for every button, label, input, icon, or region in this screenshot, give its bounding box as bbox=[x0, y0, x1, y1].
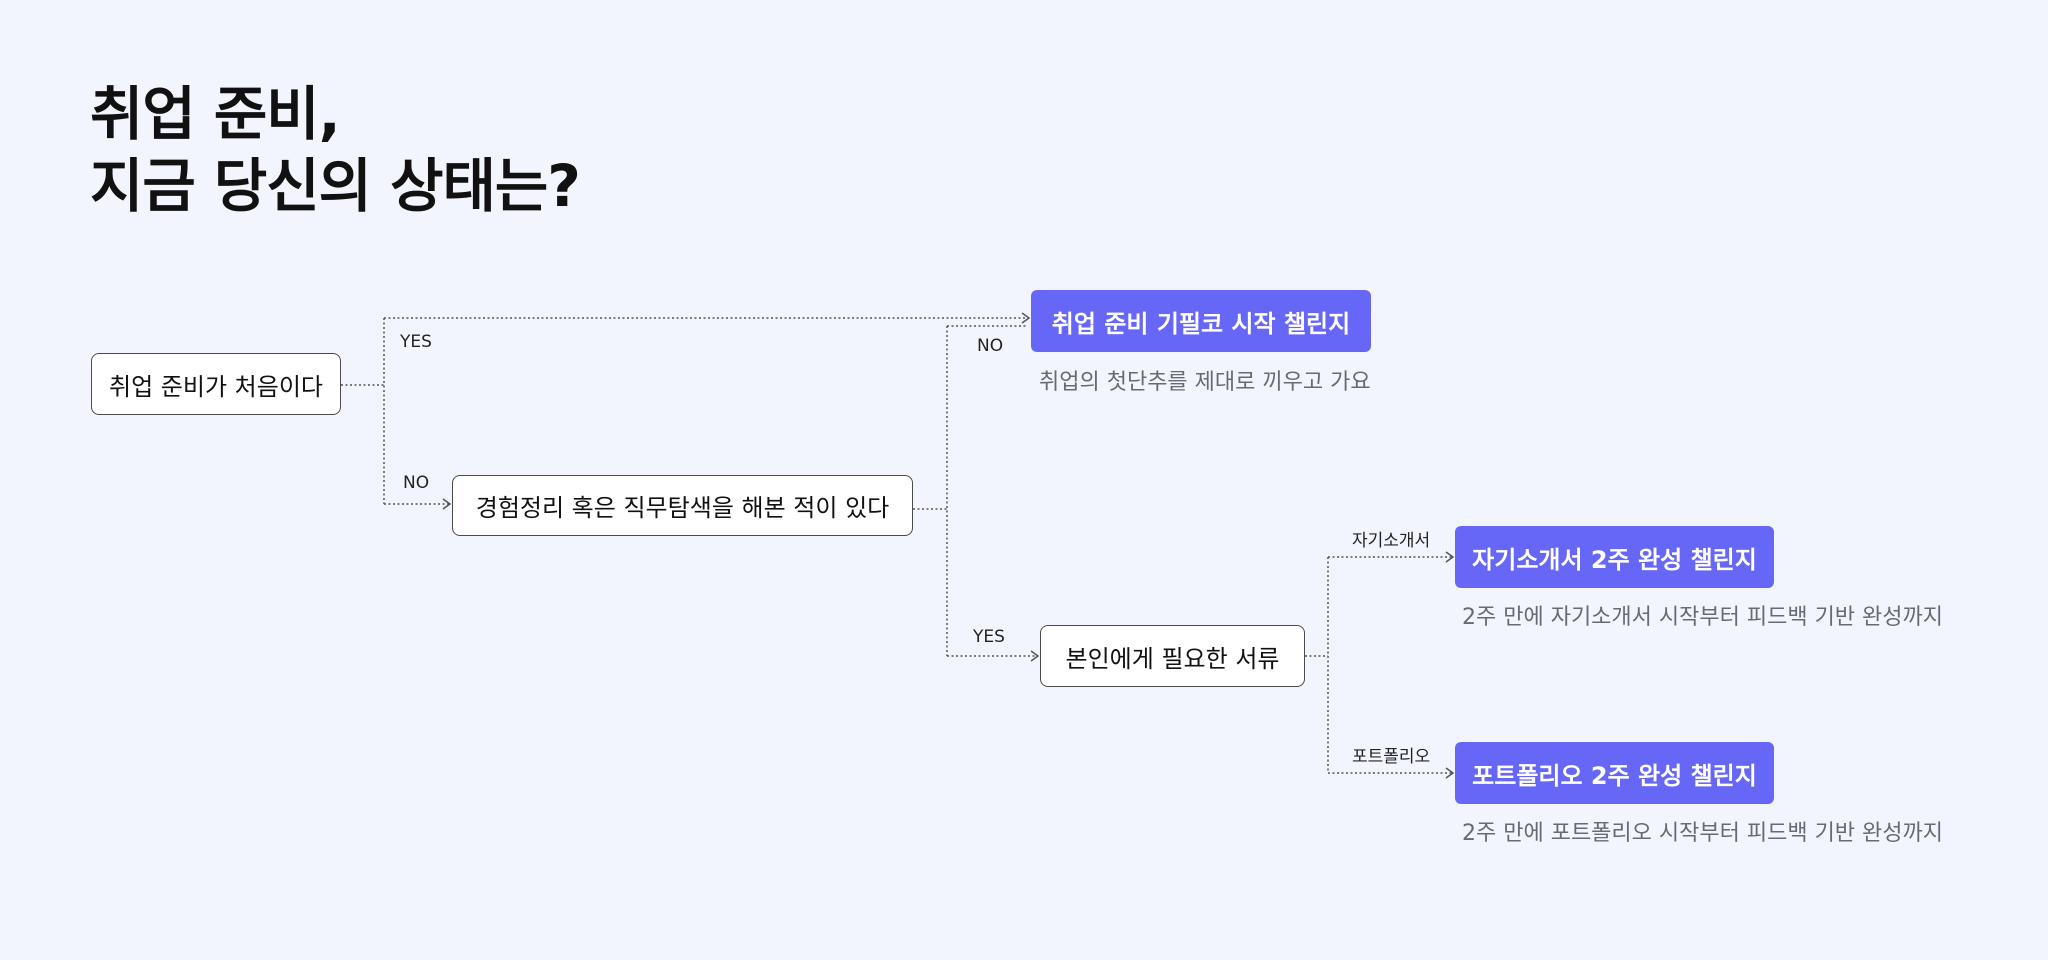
question-documents: 본인에게 필요한 서류 bbox=[1040, 625, 1305, 687]
result-basics: 취업 준비 기필코 시작 챌린지 bbox=[1031, 290, 1371, 352]
arrowhead-experience bbox=[442, 498, 452, 510]
result-portfolio-desc: 2주 만에 포트폴리오 시작부터 피드백 기반 완성까지 bbox=[1462, 821, 1943, 846]
arrowhead-documents bbox=[1030, 650, 1040, 662]
question-first-time-label: 취업 준비가 처음이다 bbox=[109, 372, 323, 401]
result-basics-label: 취업 준비 기필코 시작 챌린지 bbox=[1051, 309, 1351, 338]
question-first-time: 취업 준비가 처음이다 bbox=[91, 353, 341, 415]
connector-doc-trunk bbox=[1305, 557, 1329, 773]
page-title: 취업 준비, 지금 당신의 상태는? bbox=[90, 78, 581, 222]
result-portfolio-label: 포트폴리오 2주 완성 챌린지 bbox=[1472, 761, 1757, 790]
page-title-line-2: 지금 당신의 상태는? bbox=[90, 152, 581, 220]
question-experience: 경험정리 혹은 직무탐색을 해본 적이 있다 bbox=[452, 475, 913, 536]
edge-label-doc-cover: 자기소개서 bbox=[1352, 531, 1431, 551]
edge-label-doc-portfolio: 포트폴리오 bbox=[1352, 747, 1431, 767]
arrowhead-cover bbox=[1445, 551, 1455, 563]
question-experience-label: 경험정리 혹은 직무탐색을 해본 적이 있다 bbox=[475, 494, 890, 522]
result-cover-letter-label: 자기소개서 2주 완성 챌린지 bbox=[1472, 545, 1757, 574]
edge-label-exp-yes: YES bbox=[973, 627, 1005, 647]
result-portfolio: 포트폴리오 2주 완성 챌린지 bbox=[1455, 742, 1774, 804]
result-cover-letter-desc: 2주 만에 자기소개서 시작부터 피드백 기반 완성까지 bbox=[1462, 605, 1943, 630]
result-basics-desc: 취업의 첫단추를 제대로 끼우고 가요 bbox=[1039, 370, 1371, 395]
connector-exp-trunk bbox=[913, 326, 948, 656]
arrowhead-basics-1 bbox=[1021, 312, 1031, 324]
question-documents-label: 본인에게 필요한 서류 bbox=[1065, 644, 1280, 673]
arrowhead-portfolio bbox=[1445, 767, 1455, 779]
edge-label-exp-no: NO bbox=[977, 336, 1004, 356]
edge-label-first-no: NO bbox=[403, 473, 430, 493]
result-cover-letter: 자기소개서 2주 완성 챌린지 bbox=[1455, 526, 1774, 588]
connector-first-trunk bbox=[341, 318, 385, 504]
edge-label-first-yes: YES bbox=[400, 332, 432, 352]
page-title-line-1: 취업 준비, bbox=[90, 80, 341, 148]
